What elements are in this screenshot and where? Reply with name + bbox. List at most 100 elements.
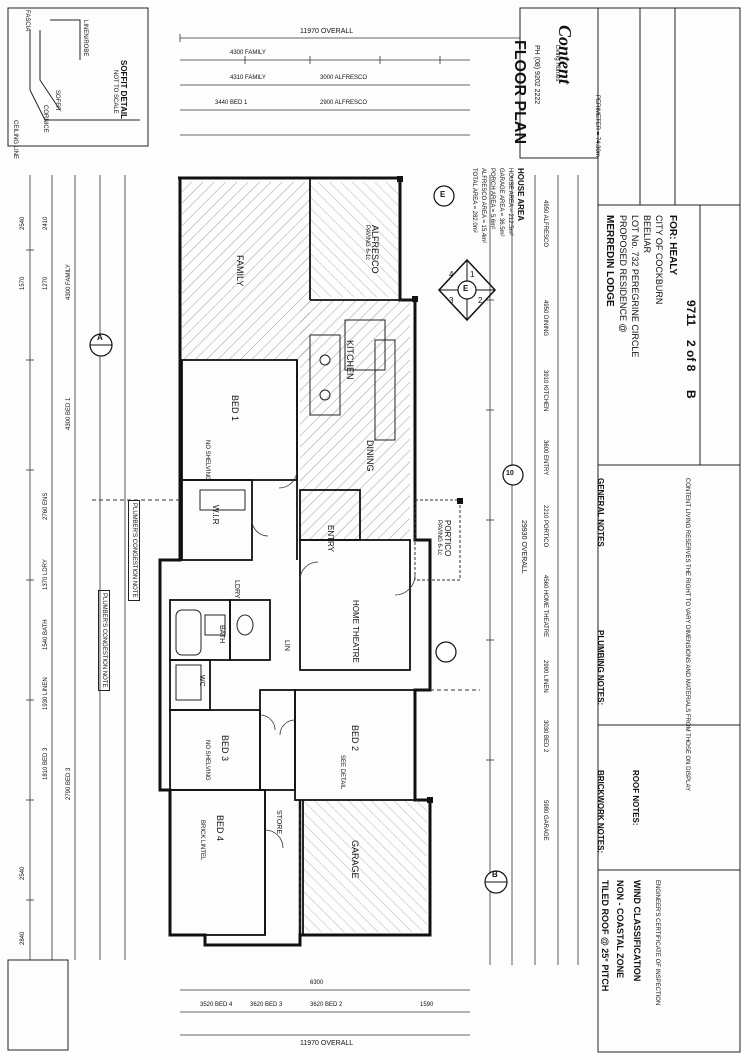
dim-top-1: 4310 FAMILY: [230, 75, 266, 81]
dim-left-2: 1270: [43, 276, 49, 290]
dim-left-0: 2540: [20, 216, 26, 230]
room-bed1: BED 1: [230, 395, 240, 422]
house-area-row-3: ALFRESCO AREA = 15.4m²: [480, 168, 486, 244]
dim-right-3: 3600 ENTRY: [542, 440, 548, 476]
dim-bottom-4: 1590: [420, 1002, 434, 1008]
wind-note: ENGINEER'S CERTIFICATE OF INSPECTION: [654, 880, 660, 1006]
house-area-row-0: HOUSE AREA = 212.5m²: [507, 168, 513, 236]
copyright-note: CONTENT LIVING RESERVES THE RIGHT TO VAR…: [684, 478, 690, 792]
compass: [437, 258, 497, 322]
room-portico: PORTICO: [443, 520, 452, 557]
dim-top-0: 4300 FAMILY: [230, 50, 266, 56]
section-marker-b: B: [492, 870, 498, 879]
soffit-subtitle: NOT TO SCALE: [112, 70, 118, 114]
project-for: FOR: HEALY: [667, 215, 678, 276]
project-residence: PROPOSED RESIDENCE @: [618, 215, 628, 333]
compass-n3: 3: [449, 296, 454, 305]
project-city: CITY OF COCKBURN: [654, 215, 664, 305]
dim-left-12: 2540: [20, 866, 26, 880]
wind-zone: NON - COASTAL ZONE: [615, 880, 625, 979]
dim-left-11: 2790 BED 3: [66, 767, 72, 800]
sheet-title: FLOOR PLAN: [511, 40, 528, 144]
section-marker-10: 10: [506, 470, 514, 477]
wind-roof: TILED ROOF @ 25° PITCH: [600, 880, 610, 992]
overall-length-dim: 29930 OVERALL: [520, 520, 527, 574]
kitchen-fixtures: [309, 319, 396, 441]
compass-n4: 4: [449, 270, 454, 279]
project-suburb: BEELIAR: [642, 215, 652, 254]
bed3-robe-note: NO SHELVING: [204, 740, 210, 781]
room-linen: LIN: [283, 640, 290, 651]
compass-n1: 1: [470, 270, 475, 279]
alfresco-note: PAVING 6-1c: [364, 225, 370, 261]
project-sheet: 2 of 8: [684, 340, 698, 372]
house-area-row-4: TOTAL AREA = 282.0m²: [471, 168, 477, 233]
soffit-label-3: CORNICE: [42, 105, 48, 133]
internal-walls: [169, 178, 416, 936]
dim-top-4: 2900 ALFRESCO: [320, 100, 368, 106]
overall-bottom-dim: 11970 OVERALL: [300, 1040, 354, 1047]
compass-center: E: [463, 284, 469, 293]
bed2-note: SEE DETAIL: [339, 755, 345, 790]
plumbing-notes-header: PLUMBING NOTES:: [596, 630, 605, 706]
project-house: MERREDIN LODGE: [604, 215, 615, 307]
dim-right-4: 2210 PORTICO: [542, 505, 548, 548]
dim-right-6: 2990 LINEN: [542, 660, 548, 693]
overall-top-dim: 11970 OVERALL: [300, 28, 354, 35]
title-block: [519, 7, 741, 1053]
house-area-perimeter: PERIMETER = 74.30m: [594, 95, 600, 157]
dim-right-8: 5980 GARAGE: [542, 800, 548, 841]
room-bath: BATH: [218, 625, 225, 644]
bed1-robe-note: NO SHELVING: [204, 440, 210, 481]
room-garage: GARAGE: [350, 840, 360, 879]
room-dining: DINING: [365, 440, 375, 472]
dim-right-7: 3030 BED 2: [542, 720, 548, 753]
dim-top-2: 3000 ALFRESCO: [320, 75, 368, 81]
room-bed4: BED 4: [215, 815, 225, 842]
dim-left-7: 1370 LDRY: [43, 559, 49, 590]
room-wir: W.I.R: [211, 505, 220, 525]
portico-note: PAVING 6-1c: [436, 520, 442, 556]
portico-outline: [414, 499, 461, 581]
room-kitchen: KITCHEN: [345, 340, 355, 380]
soffit-label-1: FASCIA: [24, 10, 30, 32]
room-home-theatre: HOME THEATRE: [351, 600, 360, 663]
dim-right-0: 4950 ALFRESCO: [542, 200, 548, 248]
dim-left-1: 2410: [43, 216, 49, 230]
builder-sub: Living Homes: [554, 45, 560, 82]
soffit-label-4: LINEN/ROBE: [82, 20, 88, 57]
builder-phone: PH (08) 9202 2222: [533, 45, 540, 105]
bed4-note: BRICK LINTEL: [199, 820, 205, 861]
room-family: FAMILY: [235, 255, 245, 287]
dim-bottom-1: 3520 BED 4: [200, 1002, 233, 1008]
external-walls: [158, 176, 432, 947]
dim-left-6: 2760 ENS: [43, 492, 49, 520]
dim-left-9: 1930 LINEN: [43, 677, 49, 710]
dim-right-2: 3910 KITCHEN: [542, 370, 548, 412]
dimension-ticks: [26, 34, 521, 901]
house-area-row-2: PORCH AREA = 5.6m²: [489, 168, 495, 230]
dim-right-5: 4560 HOME THEATRE: [542, 575, 548, 638]
dim-right-1: 4950 DINING: [542, 300, 548, 337]
wind-classification: WIND CLASSIFICATION: [632, 880, 642, 982]
section-marker-a: A: [97, 333, 103, 342]
soffit-label-0: CEILING LINE: [12, 120, 18, 160]
dim-bottom-3: 3620 BED 2: [310, 1002, 343, 1008]
dim-left-10: 1810 BED 3: [43, 747, 49, 780]
dim-left-3: 1570: [20, 276, 26, 290]
room-wc: WC: [198, 675, 205, 687]
brickwork-notes-header: BRICKWORK NOTES:: [596, 770, 605, 854]
soffit-label-2: SOFFIT: [54, 90, 60, 112]
compass-n2: 2: [478, 296, 483, 305]
project-job: 9711: [684, 300, 698, 327]
columns: [397, 176, 463, 803]
general-notes-header: GENERAL NOTES: [596, 478, 605, 547]
wind-notes-frame: [7, 869, 741, 1053]
house-area-title: HOUSE AREA: [516, 168, 525, 222]
room-store: STORE: [275, 810, 282, 834]
dim-left-8: 1540 BATH: [43, 619, 49, 650]
plumber-note-0: PLUMBER'S CONGESTION NOTE: [98, 590, 110, 691]
dim-bottom-0: 6300: [310, 980, 324, 986]
